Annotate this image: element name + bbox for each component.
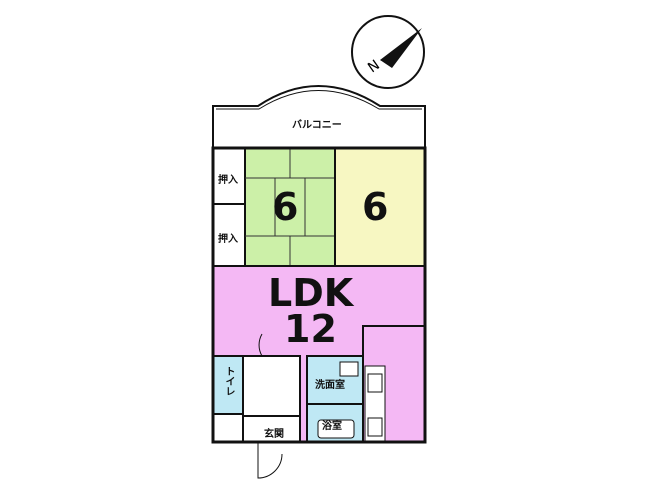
bathtub-icon [317, 419, 355, 439]
tatami-room-size: 6 [272, 185, 299, 229]
stove-icon [367, 417, 383, 437]
closet-lower-label: 押入 [218, 234, 238, 245]
washroom-label: 洗面室 [315, 380, 345, 391]
compass: N [351, 15, 425, 89]
washbasin-icon [339, 361, 359, 377]
ldk-size: 12 [284, 307, 337, 351]
entrance-door-swing [257, 442, 283, 479]
western-room [334, 147, 426, 267]
north-arrow-icon [380, 28, 422, 68]
entrance [242, 415, 301, 443]
western-room-size: 6 [362, 185, 389, 229]
entrance-label: 玄関 [264, 429, 284, 440]
balcony-label: バルコニー [292, 120, 342, 131]
sink-icon [367, 373, 383, 393]
outer-wall [211, 146, 427, 444]
toilet-label: トイレ [223, 366, 234, 396]
bathroom-label: 浴室 [322, 421, 342, 432]
balcony-area [212, 85, 426, 149]
closet-upper-label: 押入 [218, 175, 238, 186]
ldk-label: LDK [268, 271, 354, 315]
